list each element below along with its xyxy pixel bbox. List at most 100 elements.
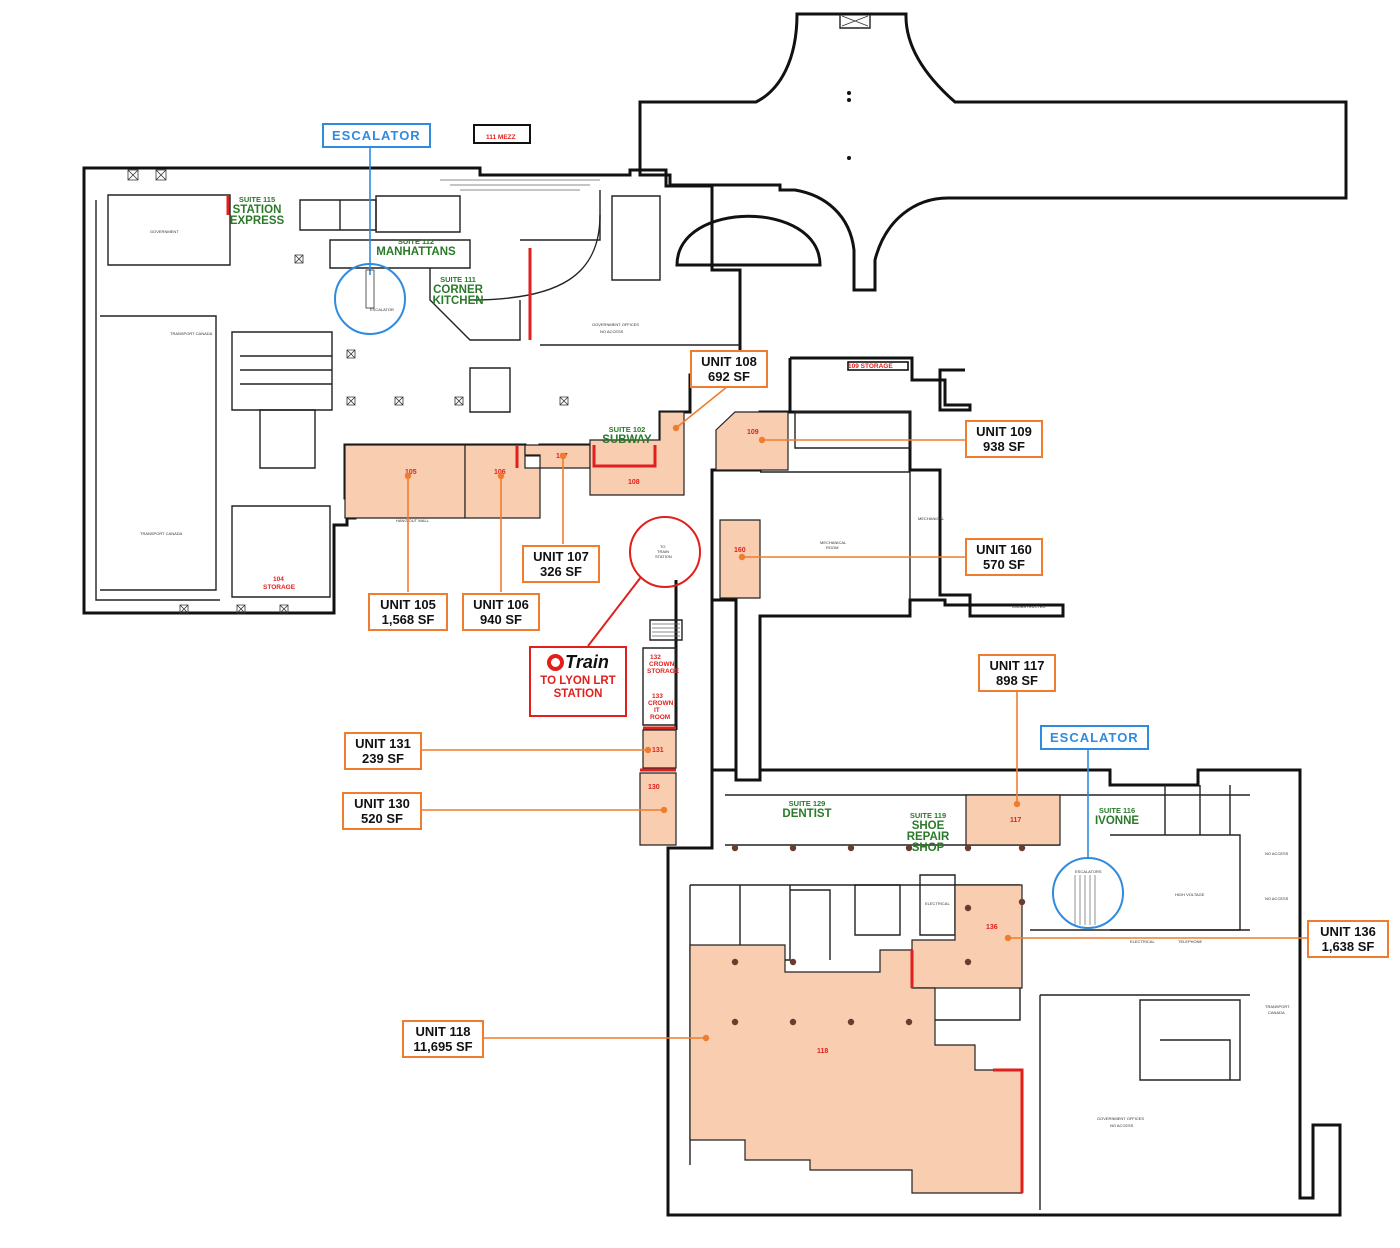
otrain-callout[interactable]: Train TO LYON LRT STATION — [529, 646, 627, 717]
unit-130-callout[interactable]: UNIT 130 520 SF — [342, 792, 422, 830]
svg-text:STORAGE: STORAGE — [647, 668, 680, 675]
suite-102-name: SUBWAY — [602, 434, 652, 446]
unit-118-area: 11,695 SF — [413, 1039, 473, 1054]
escalator-south-label: ESCALATOR — [1040, 725, 1149, 750]
unit-109-name: UNIT 109 — [976, 424, 1032, 439]
suite-102-label: SUITE 102 SUBWAY — [596, 424, 658, 446]
svg-text:GOVERNMENT: GOVERNMENT — [150, 229, 179, 234]
suite-115-name: STATION EXPRESS — [229, 204, 285, 227]
suite-116-label: SUITE 116 IVONNE — [1088, 805, 1146, 827]
storage-104: 104 STORAGE — [263, 576, 296, 591]
unit-117-number: 117 — [1010, 817, 1021, 824]
svg-text:STORAGE: STORAGE — [263, 584, 296, 591]
svg-text:TRANSPORT: TRANSPORT — [1265, 1004, 1290, 1009]
suite-112-name: MANHATTANS — [376, 246, 456, 258]
west-building: GOVERNMENT TRANSPORT CANADA TRANSPORT CA… — [82, 166, 742, 615]
unit-105-name: UNIT 105 — [380, 597, 436, 612]
lrt-station-marker: TO TRAIN STATION — [587, 516, 701, 647]
unit-109-area: 938 SF — [983, 439, 1025, 454]
svg-text:TO: TO — [660, 544, 665, 549]
suite-112-label: SUITE 112 MANHATTANS — [370, 236, 462, 258]
otrain-brand: Train — [565, 652, 609, 672]
unit-118-callout[interactable]: UNIT 118 11,695 SF — [402, 1020, 484, 1058]
suite-129-name: DENTIST — [782, 808, 832, 820]
svg-text:ESCALATORS: ESCALATORS — [1075, 869, 1102, 874]
unit-105-number: 105 — [405, 469, 417, 476]
unit-108-callout[interactable]: UNIT 108 692 SF — [690, 350, 768, 388]
unit-107-callout[interactable]: UNIT 107 326 SF — [522, 545, 600, 583]
unit-136-number: 136 — [986, 924, 998, 931]
unit-136-name: UNIT 136 — [1320, 924, 1376, 939]
unit-108-number: 108 — [628, 479, 640, 486]
unit-107-area: 326 SF — [540, 564, 582, 579]
unit-105-callout[interactable]: UNIT 105 1,568 SF — [368, 593, 448, 631]
unit-107-name: UNIT 107 — [533, 549, 589, 564]
svg-text:132: 132 — [650, 654, 661, 661]
svg-text:UNOBSTRUCTED: UNOBSTRUCTED — [1012, 604, 1045, 609]
unit-130-number: 130 — [648, 784, 660, 791]
suite-111-name: CORNER KITCHEN — [432, 284, 484, 307]
svg-text:CANADA: CANADA — [1268, 1010, 1285, 1015]
unit-108-area — [589, 411, 685, 496]
red-walls — [226, 195, 1024, 1193]
unit-106-callout[interactable]: UNIT 106 940 SF — [462, 593, 540, 631]
svg-text:STATION: STATION — [655, 554, 672, 559]
svg-text:ESCALATOR: ESCALATOR — [370, 307, 394, 312]
unit-105-area — [344, 444, 466, 519]
unit-160-callout[interactable]: UNIT 160 570 SF — [965, 538, 1043, 576]
unit-118-area — [689, 944, 1023, 1194]
svg-text:NO ACCESS: NO ACCESS — [600, 329, 624, 334]
unit-109-callout[interactable]: UNIT 109 938 SF — [965, 420, 1043, 458]
mezz-box: 111 MEZZ — [473, 124, 531, 144]
svg-text:NO ACCESS: NO ACCESS — [1110, 1123, 1134, 1128]
unit-131-callout[interactable]: UNIT 131 239 SF — [344, 732, 422, 770]
svg-text:TRANSPORT CANADA: TRANSPORT CANADA — [170, 331, 213, 336]
svg-text:NO ACCESS: NO ACCESS — [1265, 851, 1289, 856]
suite-116-name: IVONNE — [1094, 815, 1140, 827]
svg-text:MECHANICAL: MECHANICAL — [918, 516, 945, 521]
unit-106-area: 940 SF — [480, 612, 522, 627]
svg-text:IT: IT — [654, 707, 660, 714]
svg-text:TRAIN: TRAIN — [657, 549, 669, 554]
svg-text:MECHANICAL: MECHANICAL — [820, 540, 847, 545]
unit-136-callout[interactable]: UNIT 136 1,638 SF — [1307, 920, 1389, 958]
unit-131-area: 239 SF — [362, 751, 404, 766]
svg-text:111 MEZZ: 111 MEZZ — [486, 134, 516, 141]
unit-106-name: UNIT 106 — [473, 597, 529, 612]
suite-129-label: SUITE 129 DENTIST — [778, 798, 836, 820]
unit-160-area: 570 SF — [983, 557, 1025, 572]
svg-text:GOVERNMENT OFFICES: GOVERNMENT OFFICES — [1097, 1116, 1144, 1121]
suite-119-label: SUITE 119 SHOE REPAIR SHOP — [890, 810, 966, 854]
svg-text:104: 104 — [273, 576, 284, 583]
suite-115-number: SUITE 115 — [238, 195, 276, 204]
unit-109-area — [715, 411, 789, 471]
central-corridor: 132 CROWN STORAGE 133 CROWN IT ROOM — [642, 580, 714, 770]
suite-111-label: SUITE 111 CORNER KITCHEN — [427, 274, 489, 307]
escalator-markers — [334, 146, 1124, 929]
otrain-logo: Train — [531, 652, 625, 673]
available-units — [344, 411, 1061, 1194]
suite-119-number: SUITE 119 — [909, 811, 947, 820]
unit-117-area: 898 SF — [996, 673, 1038, 688]
svg-text:ROOM: ROOM — [826, 545, 838, 550]
unit-117-area — [965, 794, 1061, 846]
suite-119-name: SHOE REPAIR SHOP — [906, 820, 950, 854]
svg-text:CROWN: CROWN — [648, 700, 674, 707]
svg-text:109 STORAGE: 109 STORAGE — [848, 363, 893, 370]
suite-116-number: SUITE 116 — [1098, 806, 1136, 815]
unit-117-name: UNIT 117 — [989, 658, 1045, 673]
unit-160-name: UNIT 160 — [976, 542, 1032, 557]
unit-108-name: UNIT 108 — [701, 354, 757, 369]
unit-136-area: 1,638 SF — [1321, 939, 1375, 954]
unit-118-number: 118 — [817, 1048, 828, 1055]
unit-108-area: 692 SF — [708, 369, 750, 384]
unit-118-name: UNIT 118 — [415, 1024, 471, 1039]
unit-106-number: 106 — [494, 469, 506, 476]
unit-117-callout[interactable]: UNIT 117 898 SF — [978, 654, 1056, 692]
unit-130-name: UNIT 130 — [354, 796, 410, 811]
suite-111-number: SUITE 111 — [440, 275, 476, 284]
unit-131-name: UNIT 131 — [355, 736, 411, 751]
unit-105-area: 1,568 SF — [381, 612, 435, 627]
suite-112-number: SUITE 112 — [397, 237, 435, 246]
